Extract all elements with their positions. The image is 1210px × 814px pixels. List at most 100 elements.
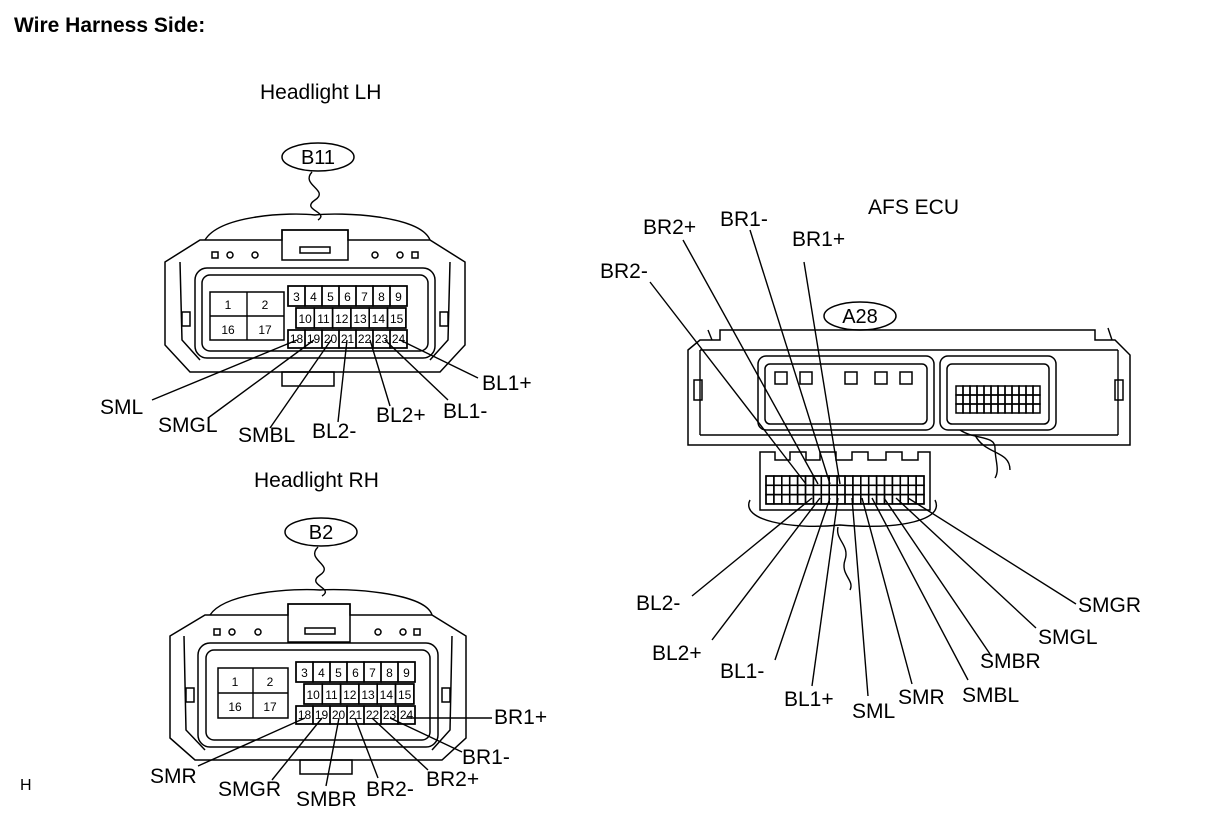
b2-pin-18: 18 — [298, 708, 312, 722]
afs-ecu: AFS ECU A28 — [600, 196, 1141, 723]
b2-pin-6: 6 — [352, 666, 359, 680]
b11-pin-20: 20 — [324, 332, 338, 346]
b2-id-oval — [284, 517, 358, 547]
b2-pin-13: 13 — [361, 688, 375, 702]
b2-pin-19: 19 — [315, 708, 329, 722]
b2-top-marks — [213, 628, 421, 636]
b2-connector-id: B2 — [309, 522, 333, 544]
b11-pin-12: 12 — [335, 312, 349, 326]
b2-pin-21: 21 — [349, 708, 363, 722]
svg-text:1: 1 — [232, 675, 239, 689]
b2-pin-12: 12 — [343, 688, 357, 702]
a28-bottom-leader-lines — [691, 497, 1077, 697]
a28-top-labels: BR2- BR2+ BR1- BR1+ — [600, 208, 845, 283]
b2-pin-14: 14 — [380, 688, 394, 702]
b11-label-bl1-minus: BL1- — [443, 400, 487, 423]
b11-large-pins: 1 2 16 17 — [209, 291, 285, 341]
b2-label-br2-plus: BR2+ — [426, 768, 479, 791]
svg-text:16: 16 — [228, 700, 242, 714]
b11-id-oval — [281, 142, 355, 172]
b2-label-br1-plus: BR1+ — [494, 706, 547, 729]
a28-label-bl1-plus: BL1+ — [784, 688, 834, 711]
a28-label-smgl: SMGL — [1038, 626, 1098, 649]
svg-text:17: 17 — [263, 700, 277, 714]
b2-pin-20: 20 — [332, 708, 346, 722]
b2-wire-labels: SMR SMGR SMBR BR2- BR2+ BR1- BR1+ — [150, 706, 547, 811]
b11-pin-9: 9 — [395, 290, 402, 304]
b11-pin-21: 21 — [341, 332, 355, 346]
b11-pin-11: 11 — [317, 312, 330, 326]
b2-leader-lines — [197, 717, 492, 787]
a28-label-bl2-plus: BL2+ — [652, 642, 702, 665]
afs-ecu-title: AFS ECU — [868, 196, 959, 219]
b11-pin-3: 3 — [293, 290, 300, 304]
b11-pin-24: 24 — [392, 332, 406, 346]
headlight-rh-connector: Headlight RH B2 1 2 16 17 — [150, 469, 547, 811]
a28-label-br1-minus: BR1- — [720, 208, 768, 231]
b2-label-br2-minus: BR2- — [366, 778, 414, 801]
b11-pin-23: 23 — [375, 332, 389, 346]
b2-label-smgr: SMGR — [218, 778, 281, 801]
headlight-lh-connector: Headlight LH B11 1 2 16 17 — [100, 81, 532, 447]
b11-pin-6: 6 — [344, 290, 351, 304]
b11-wire-labels: SML SMGL SMBL BL2- BL2+ BL1- BL1+ — [100, 372, 532, 447]
b2-pin-15: 15 — [398, 688, 412, 702]
svg-text:16: 16 — [221, 323, 235, 337]
a28-label-smbr: SMBR — [980, 650, 1041, 673]
b11-pin-7: 7 — [361, 290, 368, 304]
a28-bottom-labels: BL2- BL2+ BL1- BL1+ SML SMR SMBL SMBR SM… — [636, 592, 1141, 723]
b11-pin-13: 13 — [353, 312, 367, 326]
a28-label-br1-plus: BR1+ — [792, 228, 845, 251]
b2-label-br1-minus: BR1- — [462, 746, 510, 769]
b11-pin-5: 5 — [327, 290, 334, 304]
headlight-lh-title: Headlight LH — [260, 81, 381, 104]
svg-text:1: 1 — [225, 298, 232, 312]
b2-label-smr: SMR — [150, 765, 197, 788]
a28-connector-id: A28 — [842, 306, 878, 328]
b11-label-smgl: SMGL — [158, 414, 218, 437]
a28-label-sml: SML — [852, 700, 895, 723]
b11-pin-8: 8 — [378, 290, 385, 304]
b2-pin-9: 9 — [403, 666, 410, 680]
b2-pin-23: 23 — [383, 708, 397, 722]
b11-label-bl2-plus: BL2+ — [376, 404, 426, 427]
b11-pin-15: 15 — [390, 312, 404, 326]
b2-label-smbr: SMBR — [296, 788, 357, 811]
headlight-rh-title: Headlight RH — [254, 469, 379, 492]
a28-top-leader-lines — [649, 229, 841, 485]
a28-label-smbl: SMBL — [962, 684, 1019, 707]
b2-pin-3: 3 — [301, 666, 308, 680]
corner-mark: H — [20, 777, 32, 794]
ecu-right-socket-grid — [955, 385, 1041, 414]
b2-pin-22: 22 — [366, 708, 380, 722]
b2-pin-4: 4 — [318, 666, 325, 680]
b11-label-bl1-plus: BL1+ — [482, 372, 532, 395]
b11-pin-14: 14 — [372, 312, 386, 326]
page-heading: Wire Harness Side: — [14, 14, 205, 37]
a28-label-smr: SMR — [898, 686, 945, 709]
b2-pin-5: 5 — [335, 666, 342, 680]
a28-label-br2-plus: BR2+ — [643, 216, 696, 239]
b11-label-sml: SML — [100, 396, 143, 419]
b11-pin-18: 18 — [290, 332, 304, 346]
b11-pin-10: 10 — [298, 312, 312, 326]
b2-pin-11: 11 — [325, 688, 338, 702]
svg-text:2: 2 — [267, 675, 274, 689]
b11-pin-4: 4 — [310, 290, 317, 304]
a28-label-bl2-minus: BL2- — [636, 592, 680, 615]
b11-top-marks — [211, 251, 419, 259]
b2-large-pins: 1 2 16 17 — [217, 667, 289, 719]
b2-pin-24: 24 — [400, 708, 414, 722]
b11-leader-lines — [151, 339, 479, 429]
ecu-left-socket-slots — [774, 371, 913, 385]
b2-pin-8: 8 — [386, 666, 393, 680]
a28-label-bl1-minus: BL1- — [720, 660, 764, 683]
b11-label-smbl: SMBL — [238, 424, 295, 447]
b11-label-bl2-minus: BL2- — [312, 420, 356, 443]
b11-pin-22: 22 — [358, 332, 372, 346]
b11-connector-id: B11 — [301, 147, 335, 169]
b2-pin-7: 7 — [369, 666, 376, 680]
